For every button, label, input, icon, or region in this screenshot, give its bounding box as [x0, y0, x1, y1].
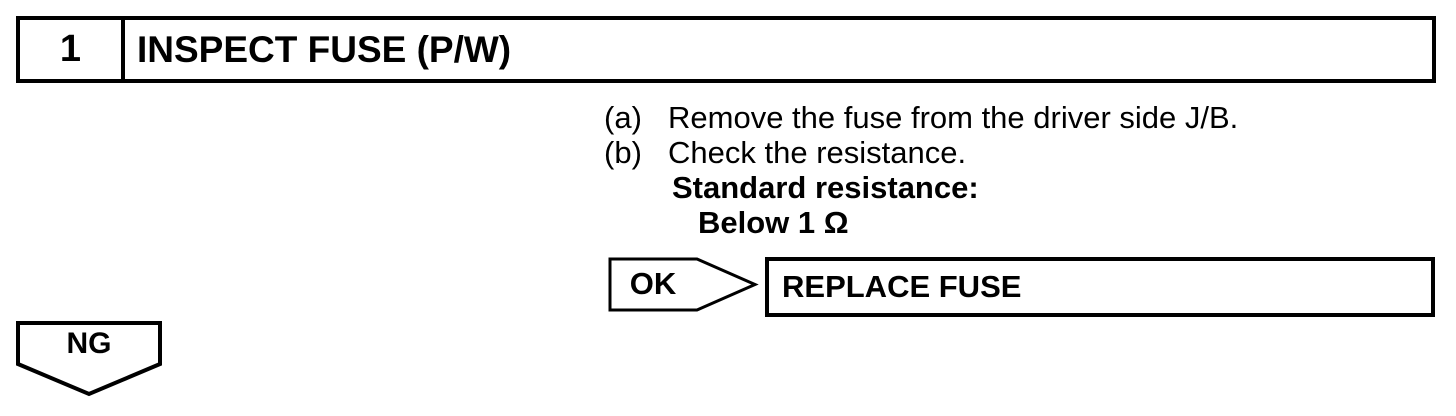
- ok-arrow-shape: [608, 257, 759, 312]
- spec-value: Below 1 Ω: [698, 205, 849, 240]
- instruction-label: (a): [604, 100, 642, 135]
- step-header: 1 INSPECT FUSE (P/W): [16, 16, 1436, 83]
- action-box: REPLACE FUSE: [765, 257, 1435, 317]
- instruction-item-a: (a) Remove the fuse from the driver side …: [604, 100, 1238, 135]
- ng-label: NG: [66, 327, 112, 360]
- ok-arrow-outline: [608, 257, 759, 312]
- instruction-text: Check the resistance.: [668, 135, 967, 170]
- step-number: 1: [20, 20, 125, 79]
- ng-pentagon-outline: [16, 321, 162, 397]
- ok-label: OK: [629, 265, 677, 301]
- step-title: INSPECT FUSE (P/W): [137, 28, 512, 70]
- action-label: REPLACE FUSE: [782, 269, 1022, 304]
- ng-pentagon-shape: [16, 321, 162, 397]
- spec-heading: Standard resistance:: [672, 170, 979, 205]
- instruction-text: Remove the fuse from the driver side J/B…: [668, 100, 1239, 135]
- instruction-label: (b): [604, 135, 642, 170]
- instruction-item-b: (b) Check the resistance.: [604, 135, 966, 170]
